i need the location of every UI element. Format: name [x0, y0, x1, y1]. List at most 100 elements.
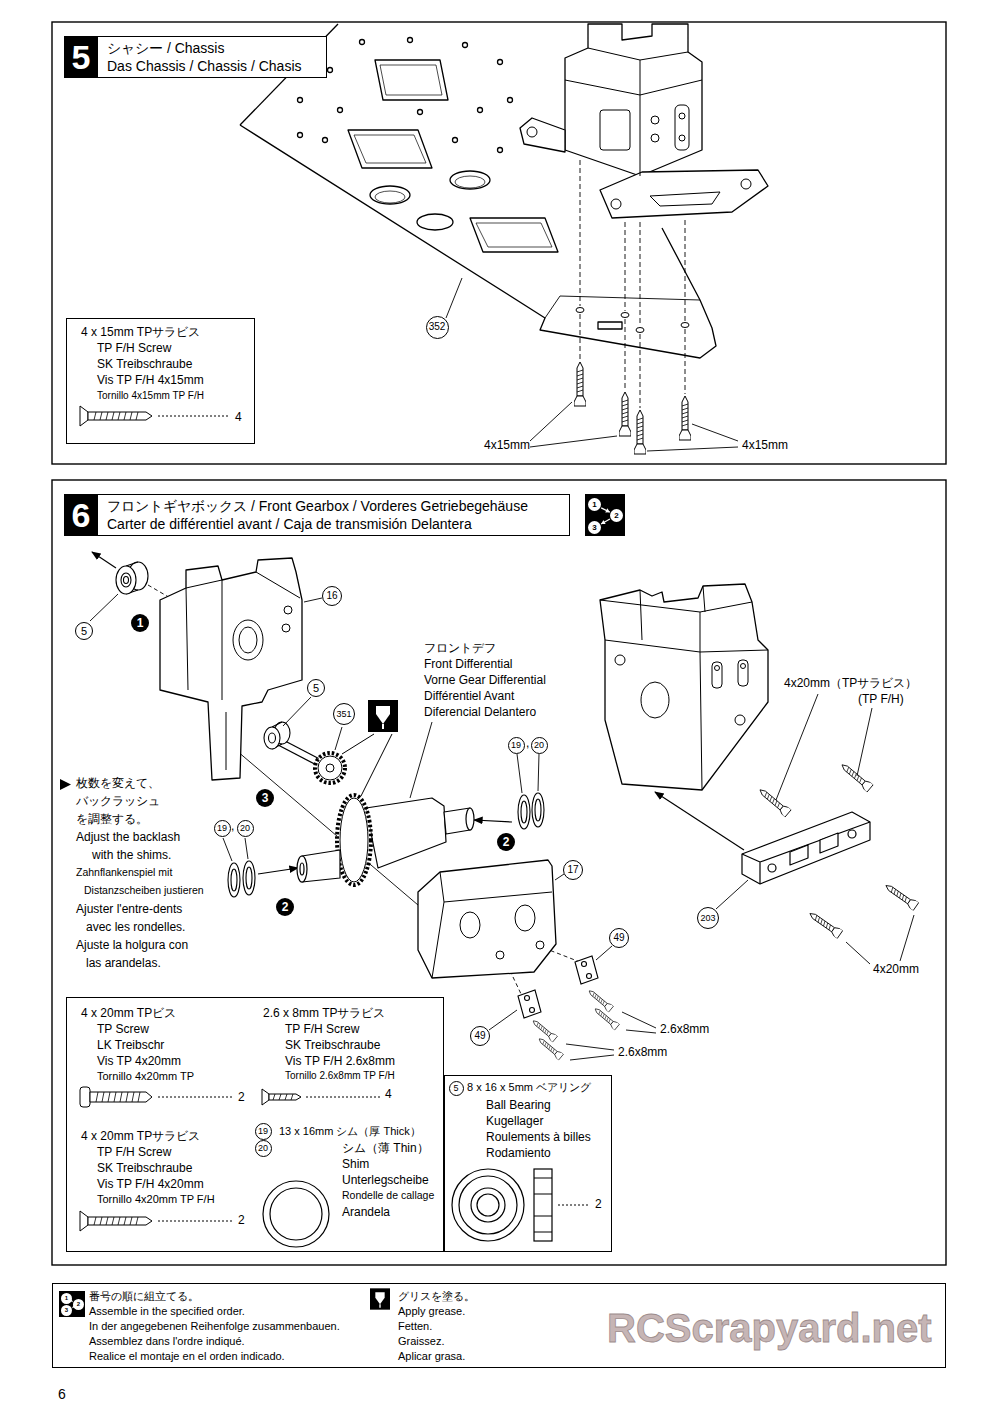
- bearing-picture: [534, 1178, 552, 1232]
- part-description: Vis TP F/H 2.6x8mm: [285, 1054, 395, 1068]
- page-number: 6: [58, 1386, 66, 1403]
- order-digit: 2: [610, 509, 623, 522]
- chassis-plate: [417, 214, 453, 230]
- panel-frame: [52, 22, 946, 1265]
- screw: [757, 786, 792, 817]
- part-description: 4 x 20mm TPビス: [81, 1006, 176, 1020]
- parts-box: 8 x 16 x 5mm ベアリングBall BearingKugellager…: [444, 1075, 612, 1252]
- chassis-plate: [360, 40, 365, 45]
- differential: [302, 850, 340, 882]
- quantity: 2: [595, 1197, 602, 1211]
- part-description: TP Screw: [97, 1022, 149, 1036]
- arrow: [655, 792, 744, 850]
- screw: [537, 1036, 564, 1060]
- screw: [883, 881, 919, 910]
- gearbox-half: [239, 627, 257, 653]
- screw-label: (TP F/H): [858, 692, 904, 706]
- screw-picture: [94, 1217, 138, 1225]
- screw-picture: [96, 1092, 140, 1102]
- callout-circle: 19: [255, 1123, 272, 1140]
- callout-number: 17: [567, 865, 578, 875]
- mount-hole: [576, 308, 584, 313]
- part-description: Apply grease.: [398, 1305, 465, 1318]
- screw: [839, 761, 874, 792]
- callout-circle: 5: [449, 1081, 464, 1096]
- leader-line: [776, 694, 872, 800]
- quantity: 4: [235, 410, 242, 424]
- screw-label: 4x20mm（TPサラビス）: [784, 676, 917, 690]
- callout-number: 351: [336, 710, 351, 719]
- callout-number: 352: [429, 322, 446, 332]
- part-description: Rondelle de callage: [342, 1189, 434, 1202]
- mount-plate: [525, 996, 530, 1001]
- order-digit: 2: [73, 1299, 84, 1310]
- order-arrowhead: [601, 520, 606, 524]
- step-number: 5: [64, 36, 98, 78]
- gearbox-half: [432, 872, 552, 978]
- order-icon: 123: [59, 1291, 85, 1317]
- step-order-mark: 2: [497, 833, 515, 851]
- gearbox: [741, 179, 751, 189]
- grease-symbol: [370, 1288, 390, 1309]
- bearing-picture: [534, 1169, 552, 1241]
- gearbox-half: [282, 624, 290, 632]
- callout-circle: 5: [307, 679, 325, 697]
- note-text: Ajuster l'entre-dents: [76, 902, 182, 916]
- screw-picture: [80, 1087, 90, 1107]
- gearbox-half: [186, 572, 300, 770]
- step-order-number: 1: [137, 617, 144, 629]
- gearbox: [741, 664, 746, 669]
- bumper-plate: [820, 833, 838, 853]
- part-description: Realice el montaje en el orden indicado.: [89, 1350, 285, 1363]
- step-title: Carter de différentiel avant / Caja de t…: [107, 516, 472, 533]
- screw-bag-box: 4 x 15mm TPサラビスTP F/H ScrewSK Treibschra…: [66, 318, 255, 444]
- part-description: 2.6 x 8mm TPサラビス: [263, 1006, 385, 1020]
- shim: [535, 799, 541, 821]
- bearing-picture: [477, 1194, 499, 1216]
- part-description: SK Treibschraube: [285, 1038, 380, 1052]
- gearbox: [651, 134, 659, 142]
- callout-number: 19: [217, 824, 227, 833]
- leader-line: [530, 402, 617, 447]
- gearbox-half: [418, 860, 556, 978]
- chassis-plate: [408, 38, 413, 43]
- order-icon: 123: [585, 494, 625, 536]
- gearbox-half: [536, 941, 544, 949]
- callout-number: 19: [258, 1127, 268, 1136]
- grease-symbol: [342, 734, 392, 796]
- gearbox: [679, 135, 685, 141]
- leader-line: [283, 697, 311, 726]
- screw-picture: [94, 412, 138, 420]
- chassis-plate: [370, 186, 410, 204]
- gearbox: [712, 662, 722, 688]
- shim: [231, 869, 237, 891]
- differential: [297, 856, 307, 882]
- step-title: Das Chassis / Chassis / Chasis: [107, 58, 302, 75]
- bumper-plate: [848, 830, 856, 838]
- bearing: [116, 562, 148, 594]
- screw-picture: [80, 406, 230, 426]
- step-number: 6: [64, 494, 98, 536]
- part-description: Tornillo 4x20mm TP: [97, 1070, 194, 1083]
- leader-line: [304, 598, 322, 602]
- mount-plate: [530, 1008, 535, 1013]
- part-description: Aplicar grasa.: [398, 1350, 465, 1363]
- pinion-gear: [318, 756, 342, 780]
- differential: [337, 795, 371, 885]
- callout-circle: 5: [75, 622, 93, 640]
- gearbox: [600, 170, 768, 218]
- mount-plate: [575, 956, 598, 984]
- separator: ,: [231, 819, 234, 833]
- leader-line: [446, 278, 462, 318]
- bumper-plate: [742, 822, 870, 884]
- screw: [679, 396, 691, 440]
- assembly-guide: [625, 222, 626, 390]
- mount-plate: [518, 956, 598, 1018]
- part-description: Tornillo 2.6x8mm TP F/H: [285, 1070, 395, 1082]
- gearbox-half: [460, 912, 480, 938]
- quantity: 2: [238, 1213, 245, 1227]
- gearbox-half: [284, 606, 292, 614]
- part-description: Tornillo 4x15mm TP F/H: [97, 390, 204, 402]
- part-description: LK Treibschr: [97, 1038, 164, 1052]
